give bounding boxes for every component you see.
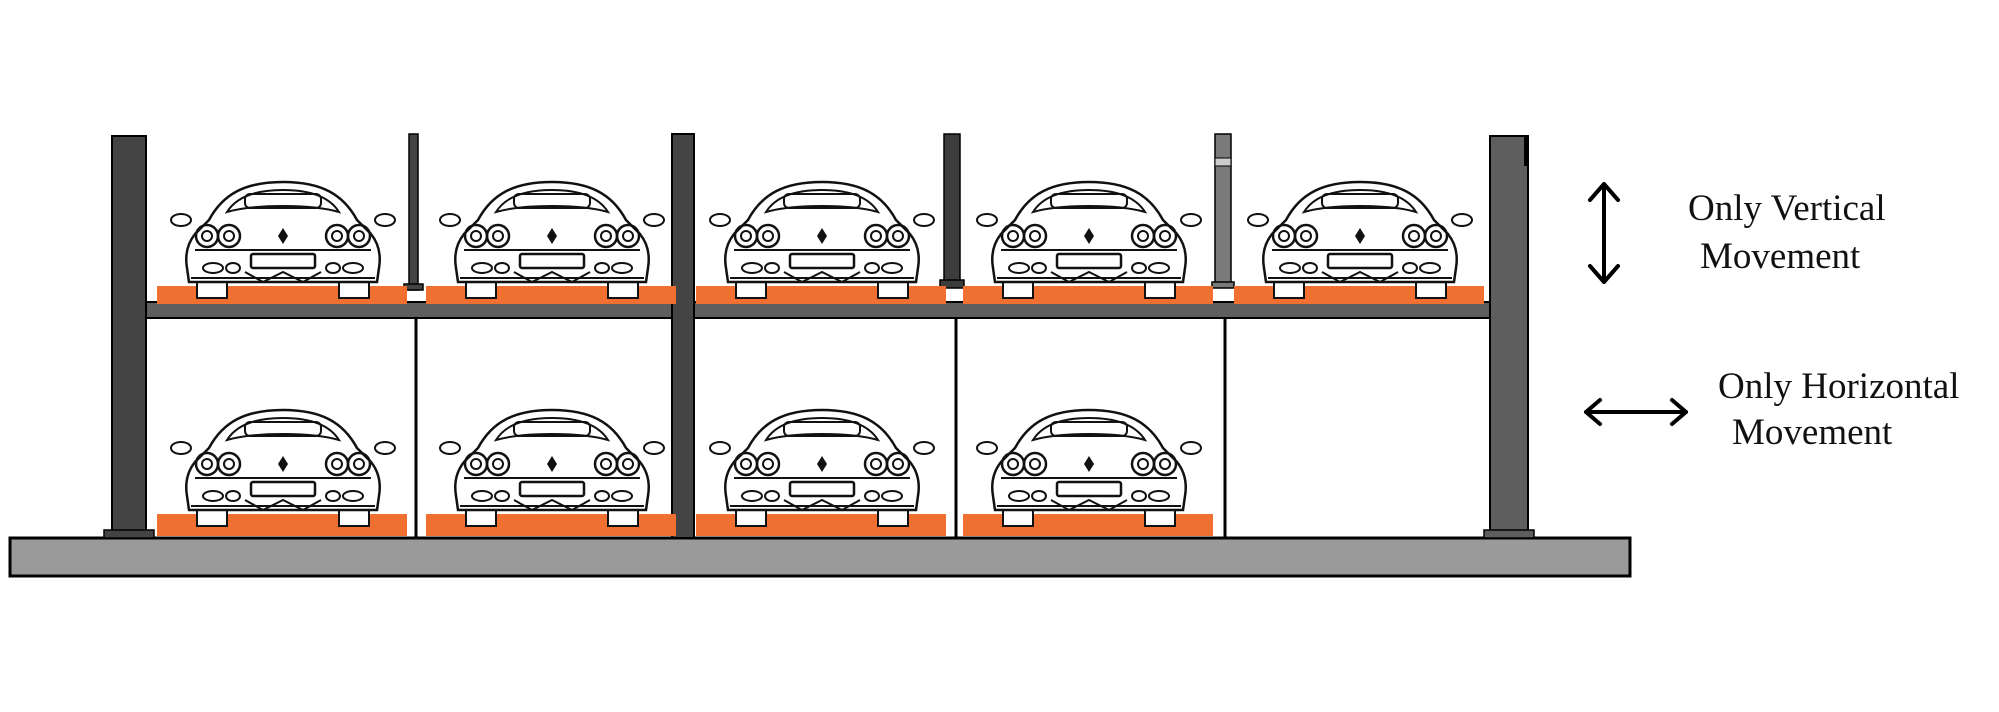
car-icon: [169, 180, 397, 300]
upper-bay-1: [157, 180, 407, 304]
car-icon: [169, 408, 397, 528]
upper-bay-5: [1234, 180, 1484, 304]
right-post-foot: [1483, 529, 1535, 539]
double-arrow-horizontal-icon: [1584, 398, 1688, 426]
legend-horizontal-line2: Movement: [1732, 412, 1893, 453]
left-post-foot: [103, 529, 155, 539]
center-post: [671, 133, 695, 539]
lower-bay-2: [426, 408, 676, 536]
base-floor-slab: [8, 536, 1632, 578]
car-icon: [1246, 180, 1474, 300]
lift-column-4: [1214, 133, 1232, 287]
double-arrow-vertical-icon: [1588, 182, 1620, 284]
lift-column-4-base: [1211, 281, 1235, 289]
legend-horizontal-line1: Only Horizontal: [1718, 366, 1959, 407]
car-icon: [975, 408, 1203, 528]
car-icon: [708, 408, 936, 528]
legend-horizontal: Only Horizontal Movement: [1584, 366, 1959, 453]
left-post: [111, 135, 147, 539]
legend-vertical-line2: Movement: [1700, 236, 1861, 277]
lift-column-1: [408, 133, 419, 291]
upper-level: [157, 180, 1484, 304]
upper-bay-4: [963, 180, 1213, 304]
lift-column-4-band: [1214, 157, 1232, 167]
lower-bay-3: [696, 408, 946, 536]
lower-bay-4: [963, 408, 1213, 536]
upper-level-beam: [111, 301, 1529, 319]
lift-column-3: [943, 133, 961, 285]
legend-vertical: Only Vertical Movement: [1588, 182, 1886, 284]
upper-bay-2: [426, 180, 676, 304]
car-icon: [708, 180, 936, 300]
car-icon: [975, 180, 1203, 300]
upper-bay-3: [696, 180, 946, 304]
lower-bay-1: [157, 408, 407, 536]
car-icon: [438, 180, 666, 300]
right-post-cap: [1524, 136, 1528, 166]
lower-level: [157, 408, 1213, 536]
right-post: [1489, 135, 1529, 539]
legend-vertical-line1: Only Vertical: [1688, 188, 1886, 229]
lift-column-3-base: [939, 279, 965, 289]
car-icon: [438, 408, 666, 528]
